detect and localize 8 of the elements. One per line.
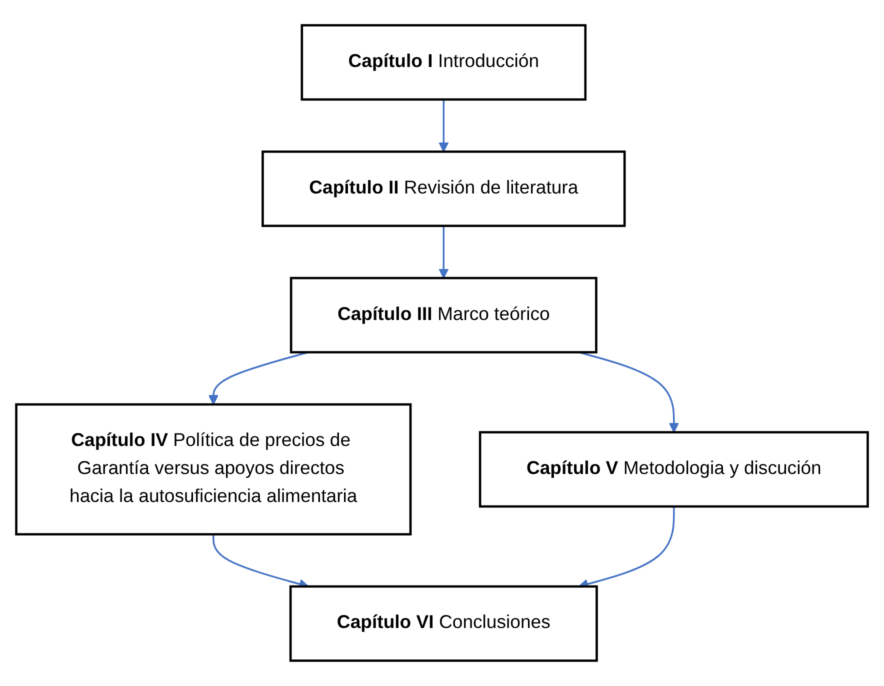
node-box: Capítulo III Marco teórico bbox=[290, 276, 598, 354]
node-box: Capítulo I Introducción bbox=[300, 24, 587, 101]
arrow bbox=[438, 226, 449, 279]
node-box: Capítulo V Metodologia y discución bbox=[478, 431, 869, 508]
node-box: Capítulo VI Conclusiones bbox=[289, 585, 598, 662]
node-box: Capítulo IV Política de precios de Garantía versus apoyos directos hacia la autosuficiencia alimentaria bbox=[15, 403, 412, 536]
node-box: Capítulo II Revisión de literatura bbox=[262, 150, 626, 228]
arrow bbox=[438, 100, 449, 152]
